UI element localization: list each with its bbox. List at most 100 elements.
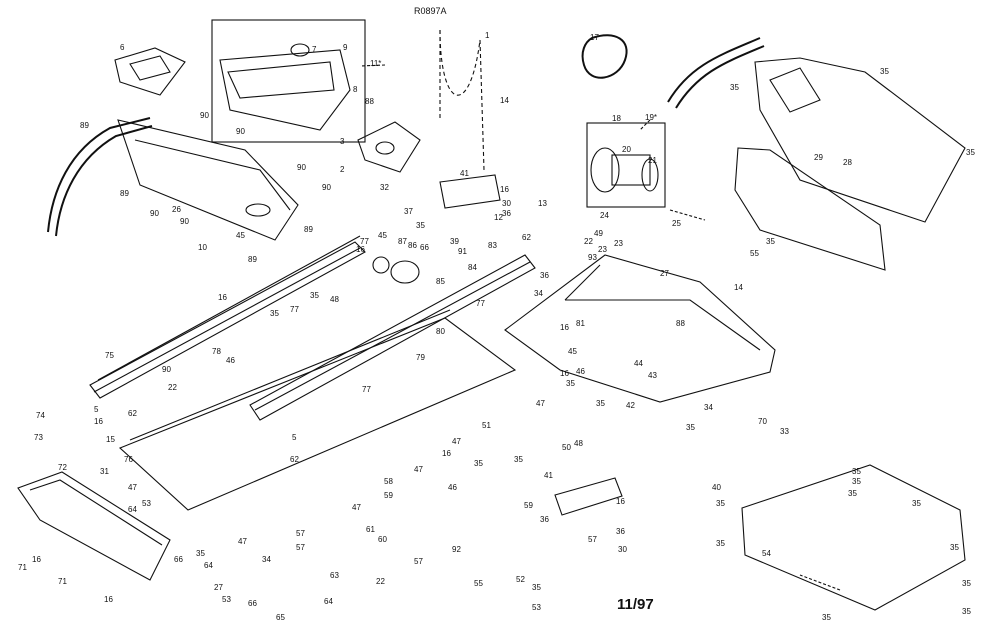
callout: 77 — [290, 305, 299, 314]
callout: 46 — [448, 483, 457, 492]
callout: 58 — [384, 477, 393, 486]
drive-belt — [581, 34, 628, 79]
callout: 83 — [488, 241, 497, 250]
callout: 66 — [174, 555, 183, 564]
callout: 47 — [238, 537, 247, 546]
callout: 41 — [460, 169, 469, 178]
callout: 35 — [966, 148, 975, 157]
callout: 34 — [704, 403, 713, 412]
callout: 76 — [124, 455, 133, 464]
callout: 35 — [962, 579, 971, 588]
callout: 61 — [366, 525, 375, 534]
callout: 55 — [750, 249, 759, 258]
callout: 92 — [452, 545, 461, 554]
callout: 74 — [36, 411, 45, 420]
callout: 35 — [950, 543, 959, 552]
callout: 59 — [384, 491, 393, 500]
callout: 16 — [32, 555, 41, 564]
callout: 44 — [634, 359, 643, 368]
callout: 35 — [596, 399, 605, 408]
callout: 30 — [618, 545, 627, 554]
callout: 45 — [568, 347, 577, 356]
end-cap-72 — [17, 471, 171, 581]
callout: 90 — [297, 163, 306, 172]
callout: 35 — [686, 423, 695, 432]
callout: 16 — [616, 497, 625, 506]
callout: 23 — [598, 245, 607, 254]
callout: 24 — [600, 211, 609, 220]
callout: 21 — [648, 156, 657, 165]
callout: 62 — [522, 233, 531, 242]
callout: 81 — [576, 319, 585, 328]
callout: 26 — [172, 205, 181, 214]
callout: 62 — [290, 455, 299, 464]
callout: 30 — [502, 199, 511, 208]
callout: 23 — [614, 239, 623, 248]
callout: 7 — [312, 45, 317, 54]
diagram-code: R0897A — [414, 6, 447, 16]
callout: 3 — [340, 137, 345, 146]
callout: 14 — [500, 96, 509, 105]
callout: 35 — [514, 455, 523, 464]
callout: 14 — [734, 283, 743, 292]
callout: 16 — [356, 245, 365, 254]
callout: 88 — [676, 319, 685, 328]
callout: 35 — [912, 499, 921, 508]
callout: 22 — [584, 237, 593, 246]
callout: 45 — [236, 231, 245, 240]
deck-5 — [118, 317, 517, 511]
callout: 73 — [34, 433, 43, 442]
callout: 20 — [622, 145, 631, 154]
callout: 57 — [296, 543, 305, 552]
callout: 70 — [758, 417, 767, 426]
callout: 28 — [843, 158, 852, 167]
motor-box-19 — [586, 122, 666, 208]
callout: 66 — [420, 243, 429, 252]
callout: 62 — [128, 409, 137, 418]
callout: 12 — [494, 213, 503, 222]
callout: 54 — [762, 549, 771, 558]
console-cover-left — [114, 47, 186, 96]
callout: 90 — [162, 365, 171, 374]
callout: 22 — [168, 383, 177, 392]
right-handrail — [667, 37, 761, 103]
callout: 47 — [128, 483, 137, 492]
console-box-11 — [211, 19, 366, 143]
callout: 63 — [330, 571, 339, 580]
side-rail-75 — [89, 241, 366, 399]
callout: 39 — [450, 237, 459, 246]
callout: 25 — [672, 219, 681, 228]
callout: 35 — [848, 489, 857, 498]
callout: 16 — [560, 323, 569, 332]
callout: 35 — [566, 379, 575, 388]
callout: 53 — [532, 603, 541, 612]
callout: 8 — [353, 85, 358, 94]
callout: 15 — [106, 435, 115, 444]
callout: 32 — [380, 183, 389, 192]
callout: 47 — [352, 503, 361, 512]
left-upright — [117, 119, 299, 241]
callout: 65 — [276, 613, 285, 622]
roller-41-top — [439, 174, 501, 209]
callout: 35 — [852, 467, 861, 476]
callout: 36 — [616, 527, 625, 536]
callout: 11* — [370, 59, 381, 68]
callout: 66 — [248, 599, 257, 608]
callout: 16 — [104, 595, 113, 604]
callout: 31 — [100, 467, 109, 476]
callout: 90 — [200, 111, 209, 120]
callout: 35 — [766, 237, 775, 246]
callout: 57 — [588, 535, 597, 544]
callout: 40 — [712, 483, 721, 492]
callout: 35 — [962, 607, 971, 616]
callout: 47 — [452, 437, 461, 446]
callout: 36 — [502, 209, 511, 218]
callout: 48 — [330, 295, 339, 304]
callout: 89 — [248, 255, 257, 264]
callout: 64 — [128, 505, 137, 514]
callout: 34 — [262, 555, 271, 564]
callout: 89 — [120, 189, 129, 198]
callout: 53 — [142, 499, 151, 508]
callout: 87 — [398, 237, 407, 246]
callout: 6 — [120, 43, 125, 52]
